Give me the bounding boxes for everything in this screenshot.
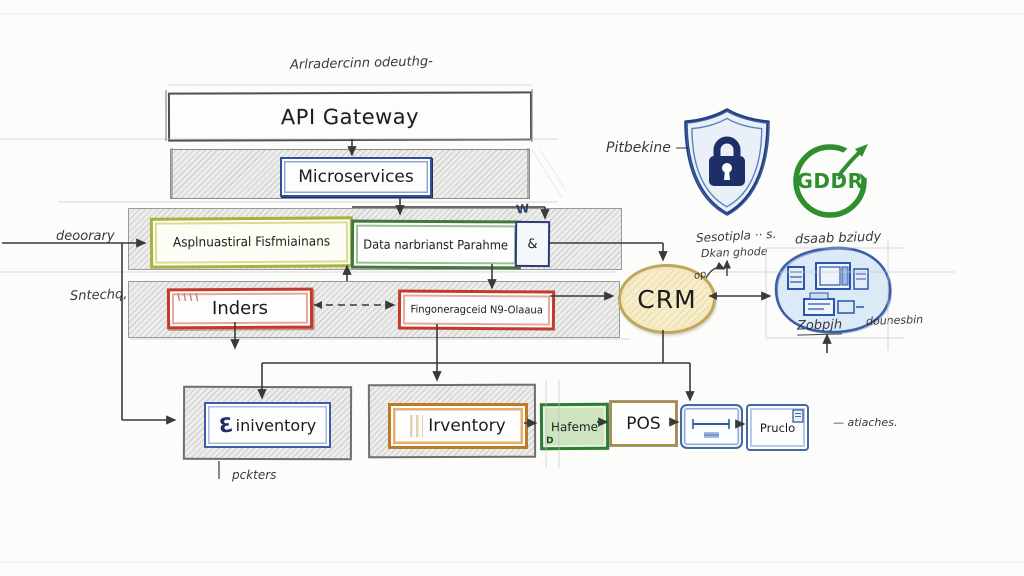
node-pruclo: Pruclo: [746, 404, 809, 451]
note-pipeline: Pitbekine —: [606, 140, 690, 156]
service-left-label: Asplnuastiral Fisfmiainans: [172, 234, 331, 251]
crm-label: CRM: [637, 284, 697, 314]
dimension-arrow-icon: [692, 418, 730, 438]
node-queue: Fingoneragceid N9-Olaaua: [397, 289, 556, 331]
gdpr-label: GDDR: [796, 169, 864, 193]
node-service-left: Asplnuastiral Fisfmiainans: [149, 216, 354, 269]
inventory-blue-label: iniventory: [235, 415, 317, 435]
node-api-gateway: API Gateway: [167, 91, 533, 142]
pos-label: POS: [626, 413, 661, 434]
w-scribble-icon: W: [515, 201, 530, 217]
node-inventory-blue: Ɛ iniventory: [204, 402, 331, 448]
queue-label: Fingoneragceid N9-Olaaua: [410, 303, 543, 317]
note-op: op: [693, 269, 708, 282]
note-decorary: deoorary: [56, 229, 115, 244]
inders-label: Inders: [211, 297, 269, 320]
node-inders: Inders: [166, 287, 314, 330]
node-dimension-box: [680, 404, 743, 449]
note-dkan-ghode: Dkan ghode: [700, 244, 768, 261]
scribble-d-icon: D: [546, 436, 554, 447]
hafeme-label: Hafeme: [550, 419, 599, 434]
lock-shackle-icon: [713, 136, 741, 162]
gdpr-ring-icon: [793, 144, 875, 218]
node-service-right: Data narbrianst Parahme: [350, 219, 522, 270]
scribble-e-icon: Ɛ: [217, 412, 234, 438]
note-top: Arlradercinn odeuthg-: [289, 54, 434, 73]
note-dounesbin: dounesbin: [865, 313, 924, 328]
note-dsab-bridy: dsaab bziudy: [794, 229, 882, 248]
api-gateway-label: API Gateway: [280, 104, 420, 129]
note-zobph: Zobpjh: [796, 317, 843, 336]
note-pckters: pckters: [232, 468, 277, 482]
vertical-bars-icon: [410, 415, 424, 437]
node-amp-box: &: [514, 220, 551, 268]
node-inventory-orange: Irventory: [388, 403, 528, 449]
note-atiaches: — atiaches.: [833, 416, 898, 429]
node-crm: CRM: [618, 264, 716, 334]
curved-arrow-sketch: [705, 259, 732, 279]
node-pos: POS: [610, 401, 677, 446]
amp-label: &: [527, 236, 538, 252]
note-sesotipla: Sesotipla ·· s.: [695, 226, 777, 246]
node-microservices: Microservices: [280, 157, 432, 197]
document-icon: [792, 409, 804, 423]
shield-lock-icon: [684, 108, 770, 216]
note-sntechq: Sntechq,: [69, 287, 128, 304]
service-right-label: Data narbrianst Parahme: [363, 236, 509, 253]
pruclo-label: Pruclo: [759, 420, 796, 435]
microservices-label: Microservices: [298, 167, 414, 187]
inventory-orange-label: Irventory: [428, 416, 506, 436]
node-hafeme: Hafeme D: [539, 402, 610, 451]
